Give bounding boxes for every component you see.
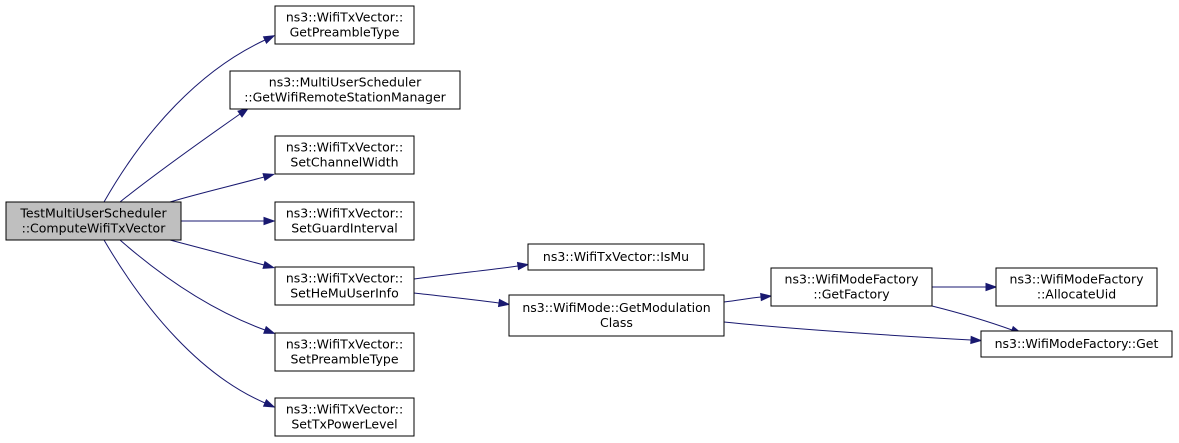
node-label-line: ::GetWifiRemoteStationManager: [244, 90, 446, 105]
node-label-line: ns3::WifiModeFactory: [1010, 272, 1145, 287]
node-setgi[interactable]: ns3::WifiTxVector::SetGuardInterval: [274, 201, 415, 241]
node-settxpow[interactable]: ns3::WifiTxVector::SetTxPowerLevel: [274, 397, 415, 437]
node-label-line: ns3::WifiTxVector::: [286, 271, 403, 286]
node-label-line: ns3::WifiModeFactory: [785, 272, 920, 287]
node-box[interactable]: [274, 397, 415, 437]
node-box[interactable]: [274, 201, 415, 241]
node-label-line: SetTxPowerLevel: [291, 417, 397, 432]
edge-line: [103, 239, 266, 404]
edge-root-to-n_setchw: [169, 173, 276, 203]
arrowhead-root-to-n_settxpow: [262, 398, 276, 408]
edge-root-to-n_setpreamble: [119, 239, 276, 334]
node-label-line: ns3::WifiTxVector::: [286, 10, 403, 25]
node-box[interactable]: [274, 5, 415, 45]
node-label-line: ns3::WifiMode::GetModulation: [522, 300, 710, 315]
node-label-line: SetGuardInterval: [291, 221, 398, 236]
edge-line: [413, 292, 500, 304]
edge-root-to-n_sethemu: [169, 239, 276, 269]
node-getfactory[interactable]: ns3::WifiModeFactory::GetFactory: [770, 267, 933, 307]
edge-n_sethemu-to-n_ismu: [413, 261, 530, 280]
arrowhead-n_getfactory-to-n_alloc: [985, 282, 998, 292]
arrowhead-root-to-n_setchw: [262, 173, 276, 182]
nodes-layer: TestMultiUserScheduler::ComputeWifiTxVec…: [5, 5, 1173, 437]
node-box[interactable]: [274, 332, 415, 372]
arrowhead-n_sethemu-to-n_ismu: [516, 261, 530, 271]
node-setpreamble[interactable]: ns3::WifiTxVector::SetPreambleType: [274, 332, 415, 372]
edge-line: [169, 239, 265, 266]
node-setchw[interactable]: ns3::WifiTxVector::SetChannelWidth: [274, 135, 415, 175]
node-root[interactable]: TestMultiUserScheduler::ComputeWifiTxVec…: [5, 201, 182, 241]
node-box[interactable]: [770, 267, 933, 307]
node-label-line: SetHeMuUserInfo: [290, 286, 398, 301]
edges-layer: [103, 35, 1023, 408]
node-label-line: ns3::WifiTxVector::: [286, 337, 403, 352]
node-box[interactable]: [229, 70, 461, 110]
node-label-line: ns3::WifiModeFactory::Get: [995, 336, 1159, 351]
node-box[interactable]: [274, 266, 415, 306]
node-box[interactable]: [5, 201, 182, 241]
node-label-line: SetChannelWidth: [290, 155, 398, 170]
edge-n_getfactory-to-n_alloc: [932, 282, 998, 292]
arrowhead-root-to-n_getpreamble: [262, 35, 276, 45]
node-box[interactable]: [527, 243, 705, 271]
node-ismu[interactable]: ns3::WifiTxVector::IsMu: [527, 243, 705, 271]
node-sethemu[interactable]: ns3::WifiTxVector::SetHeMuUserInfo: [274, 266, 415, 306]
arrowhead-n_sethemu-to-n_getmod: [497, 298, 511, 308]
node-label-line: Class: [600, 315, 633, 330]
node-getwrsm[interactable]: ns3::MultiUserScheduler::GetWifiRemoteSt…: [229, 70, 461, 110]
arrowhead-root-to-n_setpreamble: [263, 325, 276, 334]
edge-n_getfactory-to-n_get: [931, 305, 1023, 334]
node-label-line: ns3::WifiTxVector::: [286, 206, 403, 221]
node-get[interactable]: ns3::WifiModeFactory::Get: [980, 330, 1173, 358]
arrowhead-root-to-n_sethemu: [262, 260, 276, 269]
arrowhead-n_getmod-to-n_getfactory: [760, 292, 773, 302]
edge-root-to-n_setgi: [181, 216, 276, 226]
edge-root-to-n_getpreamble: [103, 35, 276, 203]
edge-n_getmod-to-n_get: [723, 321, 983, 345]
node-label-line: SetPreambleType: [290, 352, 398, 367]
edge-line: [103, 39, 266, 203]
edge-line: [119, 239, 266, 331]
node-label-line: ns3::WifiTxVector::IsMu: [543, 249, 689, 264]
node-box[interactable]: [980, 330, 1173, 358]
node-box[interactable]: [274, 135, 415, 175]
edge-line: [931, 305, 1013, 331]
arrowhead-root-to-n_getwrsm: [237, 107, 250, 118]
node-box[interactable]: [995, 267, 1158, 307]
node-alloc[interactable]: ns3::WifiModeFactory::AllocateUid: [995, 267, 1158, 307]
node-label-line: GetPreambleType: [290, 25, 400, 40]
node-label-line: ::GetFactory: [813, 287, 890, 302]
node-getpreamble[interactable]: ns3::WifiTxVector::GetPreambleType: [274, 5, 415, 45]
node-box[interactable]: [508, 294, 725, 337]
node-label-line: ::ComputeWifiTxVector: [22, 221, 167, 236]
edge-line: [169, 176, 265, 203]
edge-line: [723, 321, 972, 341]
node-label-line: ns3::WifiTxVector::: [286, 140, 403, 155]
edge-root-to-n_getwrsm: [119, 107, 250, 203]
node-label-line: ns3::MultiUserScheduler: [269, 75, 422, 90]
edge-n_getmod-to-n_getfactory: [723, 292, 773, 303]
edge-root-to-n_settxpow: [103, 239, 276, 408]
node-label-line: TestMultiUserScheduler: [19, 206, 167, 221]
edge-line: [119, 113, 241, 203]
arrowhead-root-to-n_setgi: [263, 216, 276, 226]
node-label-line: ns3::WifiTxVector::: [286, 402, 403, 417]
edge-line: [723, 296, 762, 303]
arrowhead-n_getmod-to-n_get: [970, 335, 983, 345]
node-label-line: ::AllocateUid: [1037, 287, 1116, 302]
edge-line: [413, 265, 519, 280]
edge-n_sethemu-to-n_getmod: [413, 292, 511, 308]
